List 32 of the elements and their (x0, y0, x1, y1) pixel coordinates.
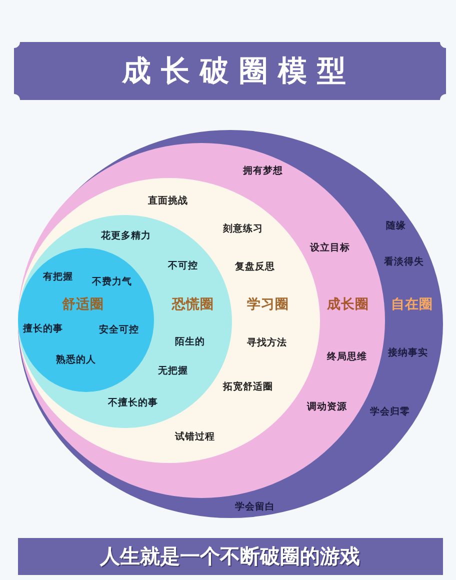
zone-item-text: 随缘 (386, 221, 406, 231)
zone-item-text: 学会留白 (235, 502, 275, 512)
zone-heading: 成长圈 (327, 298, 369, 312)
zone-item-text: 接纳事实 (388, 348, 428, 358)
zone-heading: 舒适圈 (62, 298, 104, 312)
zone-item-text: 安全可控 (99, 325, 139, 335)
zone-item-text: 刻意练习 (223, 224, 263, 234)
zone-item-text: 花更多精力 (101, 231, 151, 241)
zone-item-text: 看淡得失 (384, 257, 424, 267)
caption: 人生就是一个不断破圈的游戏 (100, 546, 360, 566)
zone-item-text: 寻找方法 (247, 338, 287, 348)
zone-item-text: 设立目标 (310, 243, 350, 253)
zone-item-text: 不擅长的事 (108, 398, 158, 408)
zone-item-text: 熟悉的人 (56, 355, 96, 365)
zone-item-text: 陌生的 (175, 337, 205, 347)
zone-item-text: 复盘反思 (235, 262, 275, 272)
zone-item-text: 调动资源 (307, 402, 347, 412)
zone-item-text: 拥有梦想 (243, 166, 283, 176)
zone-heading: 恐慌圈 (172, 298, 214, 312)
zone-item-text: 不费力气 (92, 277, 132, 287)
zone-item-text: 无把握 (158, 366, 188, 376)
zone-item-text: 直面挑战 (148, 196, 188, 206)
zone-item-text: 不可控 (168, 261, 198, 271)
zone-item-text: 学会归零 (370, 407, 410, 417)
zone-item-text: 试错过程 (175, 432, 215, 442)
zone-heading: 学习圈 (247, 298, 289, 312)
title: 成长破圈模型 (120, 56, 356, 86)
zone-heading: 自在圈 (391, 298, 433, 312)
zone-item-text: 终局思维 (327, 352, 367, 362)
zone-item-text: 拓宽舒适圈 (223, 382, 273, 392)
zone-item-text: 擅长的事 (23, 324, 63, 334)
zone-item-text: 有把握 (43, 272, 73, 282)
